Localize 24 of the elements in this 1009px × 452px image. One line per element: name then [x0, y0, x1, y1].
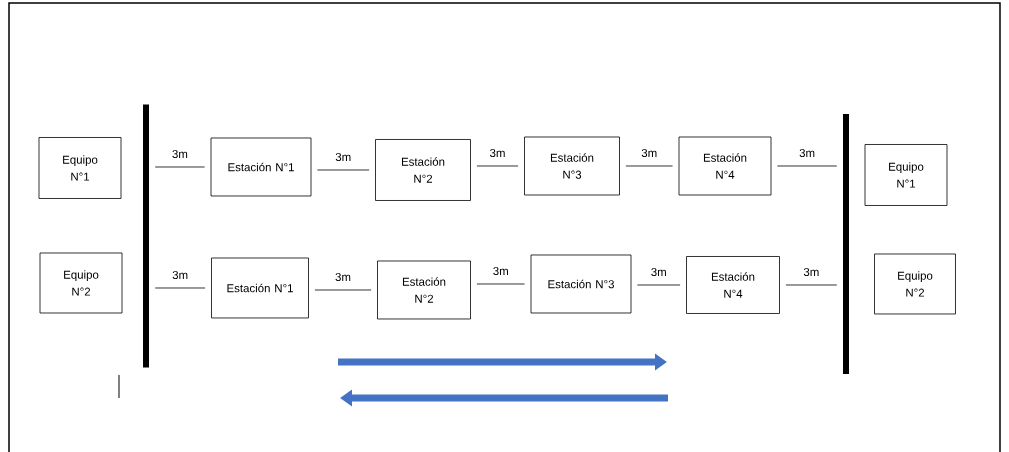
thick-bar	[843, 114, 849, 374]
team-box: Equipo N°2	[874, 253, 956, 315]
station-box: Estación N°3	[530, 254, 632, 314]
edge-label: 3m	[490, 148, 505, 158]
station-box: Estación N°2	[377, 260, 471, 320]
station-box: Estación N°1	[210, 137, 312, 197]
edge-label: 3m	[335, 152, 351, 162]
team-box: Equipo N°1	[864, 144, 948, 206]
edge-label: 3m	[493, 266, 508, 276]
station-box: Estación N°1	[211, 257, 309, 319]
station-box: Estación N°4	[686, 256, 780, 314]
thick-bar	[143, 104, 149, 368]
station-box: Estación N°4	[678, 136, 772, 196]
edge-label: 3m	[803, 267, 819, 277]
team-box: Equipo N°2	[39, 252, 123, 314]
team-box: Equipo N°1	[38, 137, 122, 199]
station-box: Estación N°3	[524, 136, 620, 196]
edge-label: 3m	[172, 270, 188, 280]
edge-label: 3m	[799, 148, 815, 158]
edge-label: 3m	[641, 148, 657, 158]
edge-label: 3m	[651, 267, 666, 277]
edge-label: 3m	[172, 149, 188, 159]
station-box: Estación N°2	[375, 139, 471, 201]
edge-label: 3m	[335, 272, 351, 282]
